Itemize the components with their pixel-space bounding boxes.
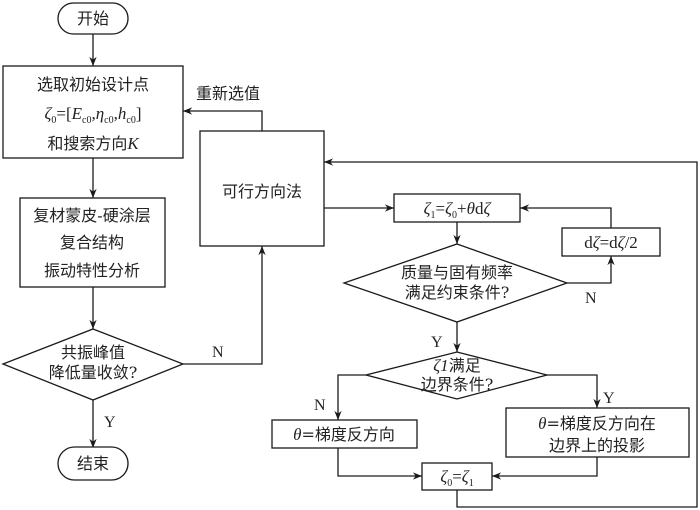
converge-line2: 降低量收敛? [49, 363, 138, 382]
analysis-line2: 复合结构 [60, 233, 124, 252]
arrow-gradient-to-assign [337, 448, 423, 480]
boundary-projection-box: θ=梯度反方向在 边界上的投影 [505, 407, 690, 458]
analysis-line1: 复材蒙皮-硬涂层 [33, 206, 150, 225]
update-zeta1-box: ζ1=ζ0+θdζ [393, 193, 521, 223]
halve-label: dζ=dζ/2 [584, 233, 638, 252]
boundary-line1: ζ1满足 [433, 356, 480, 375]
end-label: 结束 [77, 454, 109, 473]
init-design-point-box: 选取初始设计点 ζ0=[Ec0,ηc0,hc0] 和搜索方向K [2, 65, 184, 159]
boundary-yes-label: Y [603, 390, 615, 407]
end-terminal: 结束 [57, 446, 129, 481]
init-line2: ζ0=[Ec0,ηc0,hc0] [45, 104, 142, 126]
start-terminal: 开始 [57, 2, 129, 35]
arrow-converge-no [183, 245, 266, 365]
start-label: 开始 [77, 9, 109, 28]
assign-label: ζ0=ζ1 [440, 467, 473, 489]
boundary-line2: 边界条件? [421, 375, 494, 394]
converge-decision: 共振峰值 降低量收敛? [1, 328, 185, 401]
converge-yes-label: Y [104, 414, 116, 431]
init-line3: 和搜索方向K [47, 134, 140, 153]
boundary-no-label: N [314, 397, 326, 414]
converge-line1: 共振峰值 [61, 343, 125, 362]
projection-line2: 边界上的投影 [549, 436, 645, 455]
init-line1: 选取初始设计点 [37, 75, 149, 94]
arrow-projection-to-assign [491, 457, 598, 480]
reselect-label: 重新选值 [196, 84, 260, 103]
halve-step-box: dζ=dζ/2 [561, 227, 661, 257]
arrow-boundary-no [334, 374, 366, 421]
vibration-analysis-box: 复材蒙皮-硬涂层 复合结构 振动特性分析 [19, 197, 166, 288]
gradient-direction-box: θ=梯度反方向 [271, 419, 418, 449]
arrow-loop-to-feasible [323, 158, 698, 508]
arrow-reselect [183, 107, 263, 131]
arrow-halve-to-update [520, 204, 612, 228]
assign-zeta0-box: ζ0=ζ1 [421, 462, 493, 491]
feasible-direction-box: 可行方向法 [199, 130, 325, 247]
projection-line1: θ=梯度反方向在 [538, 414, 656, 433]
constraint-decision: 质量与固有频率 满足约束条件? [342, 243, 569, 323]
feasible-label: 可行方向法 [222, 182, 302, 201]
converge-no-label: N [212, 344, 224, 361]
analysis-line3: 振动特性分析 [44, 261, 140, 280]
constraint-line1: 质量与固有频率 [401, 263, 513, 282]
arrow-boundary-yes [547, 374, 601, 409]
constraint-yes-label: Y [431, 334, 443, 351]
update-label: ζ1=ζ0+θdζ [424, 199, 492, 221]
boundary-decision: ζ1满足 边界条件? [363, 351, 550, 400]
arrow-constraint-no [567, 255, 615, 284]
constraint-line2: 满足约束条件? [405, 283, 510, 302]
constraint-no-label: N [585, 290, 597, 307]
gradient-label: θ=梯度反方向 [293, 425, 395, 444]
